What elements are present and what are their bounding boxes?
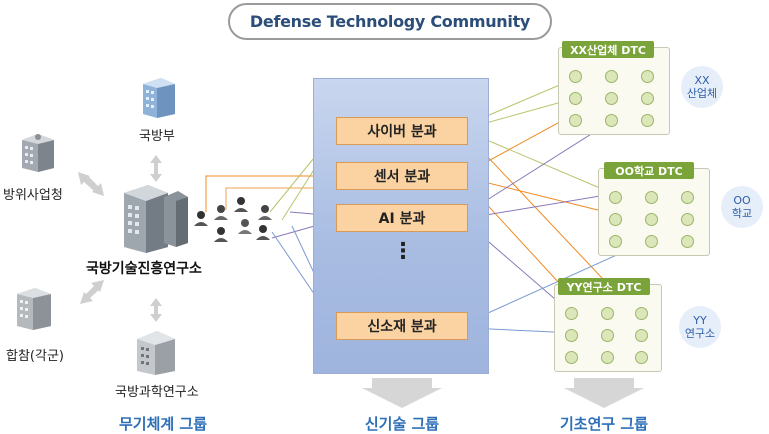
person-icon: [214, 205, 228, 220]
arrow-icon: [150, 155, 162, 170]
link-cyber-oo: [467, 131, 615, 195]
building-icon: [137, 331, 175, 375]
bubble-yy-line1: YY: [693, 314, 707, 327]
arrow-icon: [86, 177, 104, 196]
left-arrows: [78, 155, 162, 322]
bubble-yy-line2: 연구소: [684, 327, 716, 340]
building-icon: [22, 134, 54, 172]
line-orange-expert-2: [225, 187, 336, 210]
group-label-newtech: 신기술 그룹: [364, 415, 440, 433]
node-mnd: 국방부: [139, 129, 175, 144]
line-orange-expert: [205, 175, 336, 212]
link-ai-oo: [467, 193, 613, 219]
node-center: 국방기술진흥연구소: [86, 261, 202, 277]
building-icon: [124, 185, 188, 253]
bubble-oo-line1: OO: [733, 194, 751, 207]
person-icon: [234, 197, 248, 212]
arrow-icon: [85, 280, 104, 298]
node-add: 국방과학연구소: [115, 385, 199, 400]
group-label-research: 기초연구 그룹: [559, 415, 649, 433]
dtc-tab-oo: OO학교 DTC: [604, 162, 694, 179]
person-icon: [238, 219, 252, 234]
dtc-card-xx: [558, 47, 670, 135]
title: Defense Technology Community: [249, 12, 531, 31]
division-sensor: 센서 분과: [336, 162, 468, 190]
node-jcs: 합참(각군): [6, 349, 64, 364]
link-sensor-oo: [467, 177, 615, 215]
group-label-weapons: 무기체계 그룹: [118, 415, 208, 433]
bubble-oo: OO 학교: [721, 186, 763, 228]
dtc-tab-yy: YY연구소 DTC: [558, 278, 650, 295]
ellipsis: ⋮: [392, 239, 414, 264]
arrow-icon: [150, 298, 162, 313]
dtc-card-oo: [598, 168, 710, 256]
bubble-yy: YY 연구소: [679, 306, 721, 348]
building-icon: [17, 288, 51, 330]
bubble-xx-line1: XX: [694, 74, 710, 87]
arrow-icon: [362, 378, 442, 408]
group-down-arrows: [362, 378, 644, 408]
bubble-xx: XX 산업체: [681, 66, 723, 108]
person-icon: [258, 205, 272, 220]
arrow-icon: [564, 378, 644, 408]
division-ai: AI 분과: [336, 204, 468, 232]
person-icon: [256, 225, 270, 240]
dtc-tab-xx: XX산업체 DTC: [562, 41, 654, 58]
arrow-icon: [150, 168, 162, 182]
person-icon: [214, 227, 228, 242]
person-icon: [194, 211, 208, 226]
dtc-card-yy: [554, 284, 662, 372]
division-material: 신소재 분과: [336, 312, 468, 340]
building-icon: [143, 78, 175, 118]
arrow-icon: [150, 309, 162, 322]
bubble-oo-line2: 학교: [731, 207, 753, 220]
experts-group: [194, 197, 272, 242]
division-cyber: 사이버 분과: [336, 117, 468, 145]
node-industry: 방위사업청: [3, 188, 63, 203]
bubble-xx-line2: 산업체: [686, 87, 718, 100]
title-box: Defense Technology Community: [228, 3, 552, 40]
